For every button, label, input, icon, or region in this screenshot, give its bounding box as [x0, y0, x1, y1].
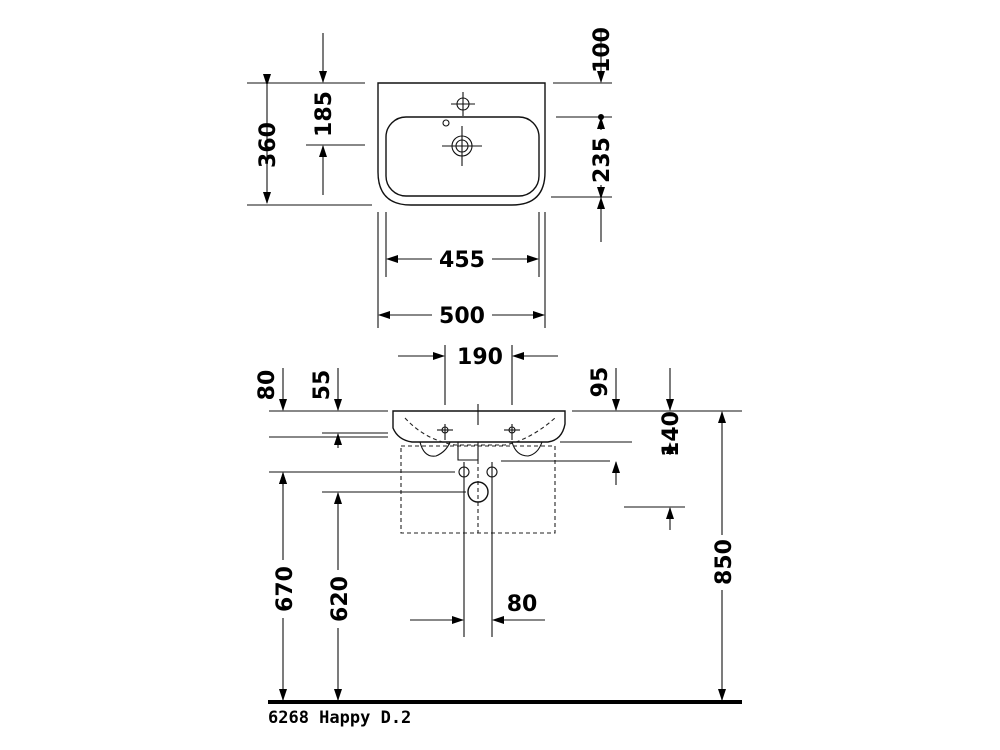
dim-80-top: 80 — [255, 370, 280, 401]
dim-670: 670 — [273, 566, 298, 612]
dim-235: 235 — [590, 137, 615, 183]
dim-360: 360 — [256, 122, 281, 168]
overflow-hole — [442, 119, 450, 127]
dim-95: 95 — [588, 367, 613, 398]
waste-outlet — [467, 481, 489, 503]
dim-850: 850 — [712, 539, 737, 585]
drawing-caption: 6268 Happy D.2 — [268, 708, 412, 728]
dim-500: 500 — [439, 304, 485, 329]
dim-190: 190 — [457, 345, 503, 370]
drain — [442, 126, 482, 166]
side-view: 190 80 55 95 140 670 620 850 80 — [255, 345, 742, 704]
tap-hole — [451, 92, 475, 116]
dim-80-bottom: 80 — [507, 592, 538, 617]
dim-55: 55 — [310, 370, 335, 401]
bowl-outline — [385, 116, 540, 197]
dim-185: 185 — [312, 91, 337, 137]
dim-620: 620 — [328, 576, 353, 622]
basin-outline — [377, 82, 546, 206]
basin-profile — [392, 410, 566, 443]
tap-symbol-right — [504, 424, 520, 440]
dim-455: 455 — [439, 248, 485, 273]
dim-140: 140 — [659, 411, 684, 457]
tap-symbol-left — [437, 424, 453, 440]
dim-100: 100 — [590, 27, 615, 73]
plan-view: 360 185 100 235 455 500 — [247, 27, 615, 329]
